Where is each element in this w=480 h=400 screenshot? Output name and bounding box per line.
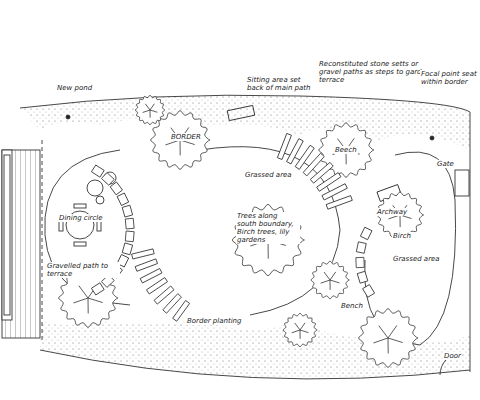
tree-branch: [300, 330, 301, 339]
stepping-stone: [91, 165, 104, 177]
stepping-stone: [326, 196, 352, 210]
plan-note: Birch: [392, 232, 412, 240]
stepping-stone: [122, 243, 132, 255]
stepping-stone: [360, 227, 372, 240]
tree-branch: [79, 286, 88, 298]
pond-marker: [66, 115, 70, 119]
tree-canopy: [135, 95, 165, 124]
tree-branch: [388, 338, 389, 353]
boundary: [470, 112, 471, 372]
pond: [96, 196, 104, 204]
house-wall: [4, 155, 10, 315]
chairs: [59, 204, 101, 246]
stepping-stone: [146, 278, 167, 294]
plan-note: Archway: [376, 208, 408, 216]
tree-branch: [379, 326, 388, 338]
plan-note: Grassed area: [244, 171, 293, 179]
tree-branch: [388, 325, 397, 338]
tree-branch: [330, 280, 331, 290]
stepping-stone: [122, 205, 132, 217]
plan-note: Sitting area set back of main path: [246, 76, 320, 92]
tree-branch: [150, 110, 157, 112]
plan-note: Beech: [334, 146, 358, 154]
tree-branch: [324, 272, 330, 280]
tree-branch: [88, 298, 103, 303]
stepping-stone: [363, 285, 375, 298]
stepping-stone: [110, 182, 122, 195]
plan-note: Border planting: [186, 317, 243, 325]
tree-branch: [330, 272, 336, 280]
plan-note: Bench: [340, 302, 364, 310]
tree-branch: [373, 338, 388, 343]
seat: [227, 105, 255, 120]
tree-branch: [321, 280, 330, 283]
plan-note: Reconstituted stone setts or gravel path…: [318, 60, 432, 84]
plan-note: Focal point seat within border: [420, 70, 480, 86]
tree-branch: [330, 280, 339, 283]
stepping-stone: [135, 259, 157, 271]
tree-branch: [143, 110, 150, 112]
terrace-deck: [2, 150, 40, 338]
plan-note: Door: [443, 352, 462, 360]
stepping-stone: [91, 283, 104, 295]
pond-marker: [430, 136, 434, 140]
tree-branch: [88, 298, 89, 313]
tree-canopy: [232, 204, 304, 275]
tree-branch: [295, 323, 300, 330]
stepping-stone: [356, 242, 366, 253]
stepping-stone: [125, 218, 134, 229]
tree-branch: [388, 338, 403, 343]
stepping-stone: [356, 257, 364, 267]
plan-note: BORDER: [170, 133, 202, 141]
plan-note: Gravelled path to terrace: [46, 262, 120, 278]
stepping-stone: [357, 271, 368, 283]
plan-note: Dining circle: [58, 214, 104, 222]
gate-box: [455, 170, 469, 196]
plan-note: Grassed area: [392, 255, 441, 263]
stepping-stone: [140, 268, 162, 283]
tree-branch: [300, 330, 308, 333]
stepping-stone: [125, 231, 134, 242]
house-wall: [2, 150, 12, 320]
tree-branch: [150, 104, 154, 110]
stepping-stone: [132, 249, 155, 259]
tree-branch: [292, 330, 300, 333]
top-border: [20, 95, 470, 150]
stepping-stone: [117, 193, 129, 205]
tree-branch: [300, 323, 305, 330]
tree-canopy: [311, 261, 349, 299]
plan-note: Trees along south boundary, Birch trees,…: [236, 212, 300, 244]
tree-branch: [180, 140, 181, 155]
tree-canopy: [359, 309, 418, 368]
stepping-stone: [101, 173, 114, 186]
door-swing: [440, 353, 462, 375]
tree-branch: [73, 298, 88, 303]
plan-note: New pond: [56, 84, 93, 92]
tree-branch: [150, 110, 151, 118]
tree-branch: [145, 104, 150, 110]
boundary: [20, 95, 470, 112]
terrace-edge: [42, 140, 43, 340]
tree-canopy: [283, 313, 317, 347]
tree-branch: [400, 215, 401, 227]
plan-note: Gate: [436, 160, 455, 168]
stepping-stone: [322, 184, 347, 200]
pond: [87, 180, 103, 196]
